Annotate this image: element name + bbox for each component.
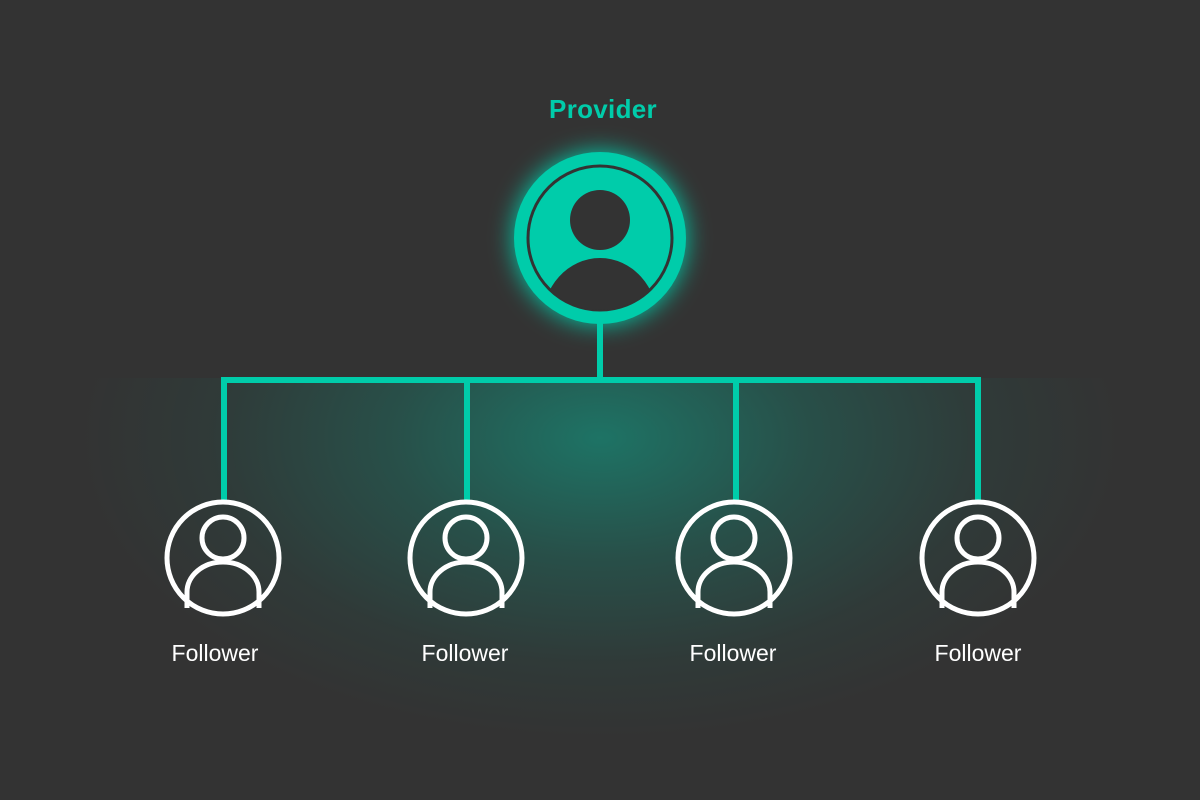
background-glow [0, 378, 1200, 800]
follower-label: Follower [421, 640, 509, 666]
provider-node [514, 152, 686, 324]
follower-node [675, 499, 793, 617]
person-outline-icon [427, 514, 505, 608]
follower-label: Follower [934, 640, 1022, 666]
follower-node [407, 499, 525, 617]
follower-nodes [164, 499, 1037, 617]
connector-lines [221, 322, 981, 501]
person-icon [542, 190, 658, 310]
follower-node [919, 499, 1037, 617]
provider-label: Provider [549, 94, 657, 124]
follower-label: Follower [689, 640, 777, 666]
person-outline-icon [939, 514, 1017, 608]
person-outline-icon [695, 514, 773, 608]
person-outline-icon [184, 514, 262, 608]
follower-label: Follower [171, 640, 259, 666]
follower-node [164, 499, 282, 617]
